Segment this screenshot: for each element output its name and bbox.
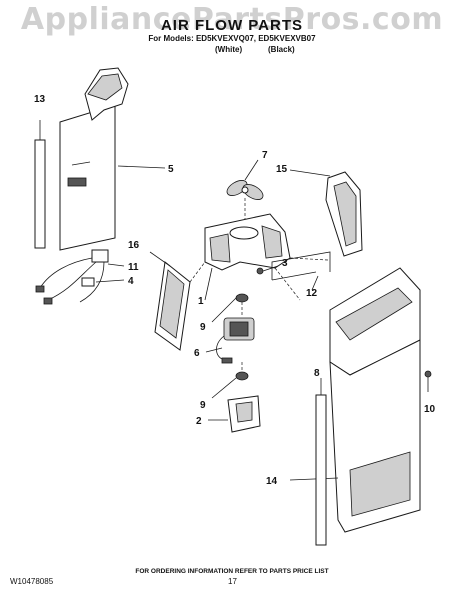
callout-8: 8	[314, 368, 320, 379]
callout-2: 2	[196, 416, 202, 427]
part-7-fan-blade	[226, 159, 264, 230]
part-2-motor-bracket	[208, 395, 261, 433]
part-15-right-baffle	[289, 169, 363, 257]
part-3-screw	[256, 265, 279, 275]
callout-6: 6	[194, 348, 200, 359]
callout-1: 1	[198, 296, 204, 307]
callout-13: 13	[34, 94, 46, 105]
part-6-fan-motor	[205, 317, 255, 364]
page-title: AIR FLOW PARTS	[160, 17, 304, 34]
part-9-lower-grommet	[211, 362, 249, 399]
watermark: AppliancePartsPros.com	[20, 2, 444, 37]
callout-12: 12	[306, 288, 318, 299]
document-number: W10478085	[10, 577, 54, 586]
callout-3: 3	[282, 258, 288, 269]
part-13-gasket-strip	[34, 120, 46, 249]
callout-9-lower: 9	[200, 400, 206, 411]
callout-9-upper: 9	[200, 322, 206, 333]
callout-14: 14	[266, 476, 278, 487]
page-number: 17	[228, 577, 237, 586]
part-14-air-duct-panel	[289, 267, 421, 533]
part-10-screw	[424, 370, 432, 392]
callout-4: 4	[128, 276, 134, 287]
part-9-upper-grommet	[211, 293, 249, 323]
callout-16: 16	[128, 240, 140, 251]
part-12-wire-bracket	[271, 251, 331, 291]
variant-black: (Black)	[268, 45, 295, 54]
part-8-gasket-strip	[315, 378, 327, 546]
callout-7: 7	[262, 150, 268, 161]
callout-10: 10	[424, 404, 436, 415]
part-1-fan-housing	[204, 213, 291, 301]
part-16-side-baffle	[149, 251, 191, 351]
part-5-duct-cover	[59, 67, 166, 251]
callout-5: 5	[168, 164, 174, 175]
ordering-note: FOR ORDERING INFORMATION REFER TO PARTS …	[135, 568, 329, 575]
model-numbers: For Models: ED5KVEXVQ07, ED5KVEXVB07	[148, 34, 316, 43]
callout-11: 11	[128, 262, 139, 273]
part-4-11-wire-harness	[35, 249, 125, 305]
variant-white: (White)	[215, 45, 243, 54]
callout-15: 15	[276, 164, 288, 175]
